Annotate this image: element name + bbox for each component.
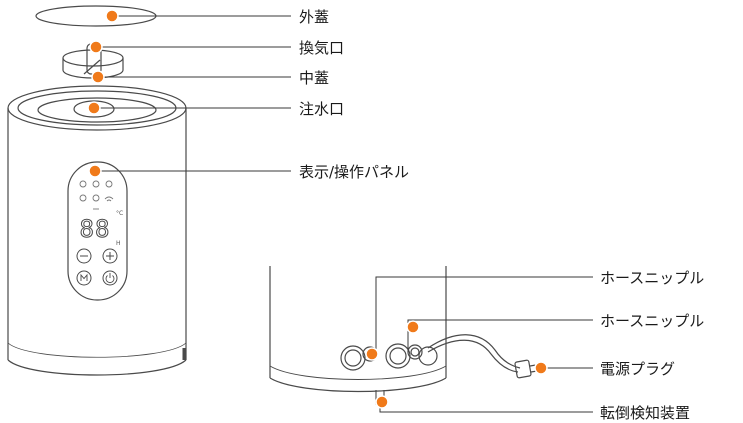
control-panel: 88 °C H [67, 161, 128, 301]
marker-inner-lid [91, 70, 105, 84]
display-digits: 88 [80, 215, 111, 243]
label-outer-lid: 外蓋 [299, 8, 329, 26]
power-button[interactable] [102, 270, 118, 286]
marker-water-inlet [87, 101, 101, 115]
panel-outline [67, 161, 128, 301]
marker-power-plug [534, 361, 548, 375]
marker-panel [88, 164, 102, 178]
label-hose-nipple-1: ホースニップル [600, 269, 704, 287]
label-panel: 表示/操作パネル [299, 163, 409, 181]
label-hose-nipple-2: ホースニップル [600, 312, 704, 330]
indicator-icons [79, 180, 114, 210]
humidifier-body [7, 85, 187, 376]
marker-tilt-sensor [375, 395, 389, 409]
marker-hose-nipple-2 [406, 320, 420, 334]
leader-hose-nipple-2 [407, 319, 593, 352]
marker-vent [89, 40, 103, 54]
plus-icon [106, 252, 114, 260]
mode-button[interactable] [76, 270, 92, 286]
plus-button[interactable] [102, 248, 118, 264]
display-unit-hour: H [116, 240, 121, 247]
marker-hose-nipple-1 [365, 347, 379, 361]
power-cord [418, 334, 538, 379]
label-tilt-sensor: 転倒検知装置 [600, 404, 690, 422]
rear-view [269, 266, 447, 405]
label-power-plug: 電源プラグ [600, 360, 675, 378]
leader-tilt-sensor [379, 396, 593, 413]
mode-icon [80, 273, 88, 281]
label-inner-lid: 中蓋 [299, 69, 329, 87]
leader-hose-nipple-1 [375, 276, 593, 354]
marker-outer-lid [105, 9, 119, 23]
display-unit-celsius: °C [116, 210, 123, 217]
label-vent: 換気口 [299, 39, 344, 57]
label-water-inlet: 注水口 [299, 100, 344, 118]
minus-button[interactable] [76, 248, 92, 264]
hose-nipple-right [385, 343, 423, 369]
power-icon [105, 273, 115, 284]
